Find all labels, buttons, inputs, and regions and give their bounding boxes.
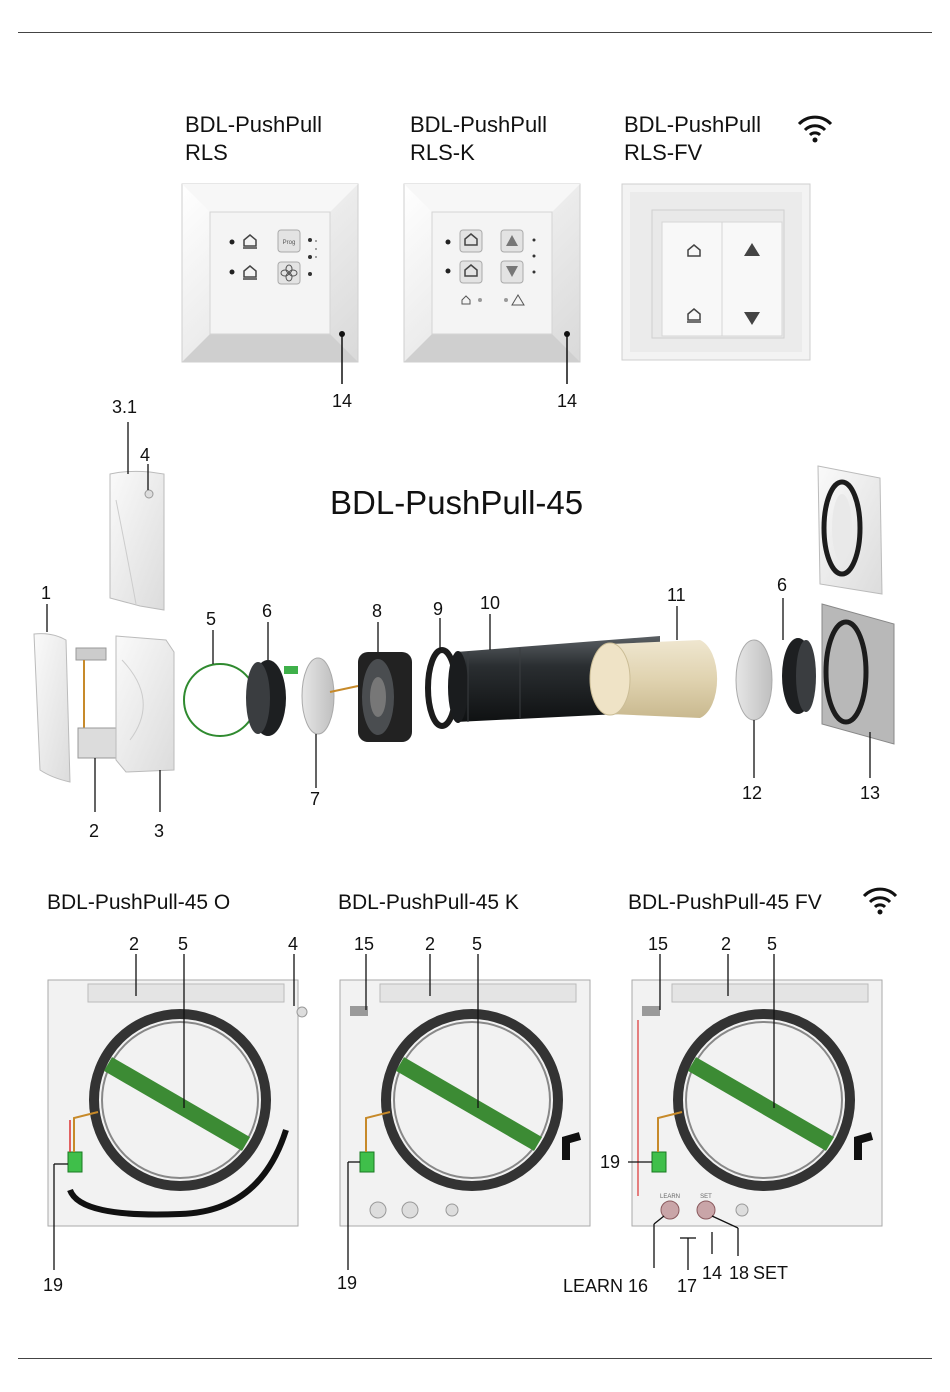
label-13: 13 bbox=[860, 784, 880, 802]
label-6b: 6 bbox=[777, 576, 787, 594]
home-rocker[interactable] bbox=[662, 222, 722, 336]
fv-label-19: 19 bbox=[600, 1153, 620, 1171]
callout-14-rlsk: 14 bbox=[557, 392, 577, 410]
label-1: 1 bbox=[41, 584, 51, 602]
k-label-2: 2 bbox=[425, 935, 435, 953]
title-fv: BDL-PushPull-45 FV bbox=[628, 892, 822, 913]
fv-label-learn-16: LEARN 16 bbox=[563, 1277, 648, 1295]
label-5: 5 bbox=[206, 610, 216, 628]
wifi-icon bbox=[864, 889, 896, 914]
label-6a: 6 bbox=[262, 602, 272, 620]
part-13-plate bbox=[822, 604, 894, 778]
fv-label-2: 2 bbox=[721, 935, 731, 953]
o-label-19: 19 bbox=[43, 1276, 63, 1294]
prog-label: Prog bbox=[283, 240, 296, 246]
outer-hood bbox=[818, 466, 882, 594]
plate-fv: LEARN SET bbox=[628, 954, 882, 1270]
o-label-5: 5 bbox=[178, 935, 188, 953]
part-1-front-cover bbox=[34, 604, 70, 782]
plate-k bbox=[340, 954, 590, 1270]
label-3-1: 3.1 bbox=[112, 398, 137, 416]
part-8-fan bbox=[330, 622, 412, 742]
rlsk-control-panel bbox=[404, 184, 580, 384]
fv-label-14: 14 bbox=[702, 1264, 722, 1282]
part-12-disc bbox=[736, 640, 772, 778]
label-2: 2 bbox=[89, 822, 99, 840]
part-5-cable bbox=[184, 630, 256, 736]
led bbox=[230, 270, 235, 275]
part-3-housing bbox=[116, 636, 174, 812]
part-11-heat-exchanger bbox=[590, 606, 717, 718]
title-k: BDL-PushPull-45 K bbox=[338, 892, 519, 913]
label-8: 8 bbox=[372, 602, 382, 620]
rls-control-panel: Prog bbox=[182, 184, 358, 384]
learn-button-label: LEARN bbox=[660, 1194, 680, 1200]
exploded-title: BDL-PushPull-45 bbox=[330, 486, 583, 519]
part-2-electronics bbox=[76, 648, 118, 812]
fv-label-set: SET bbox=[753, 1264, 788, 1282]
part-6-ring bbox=[246, 622, 298, 736]
label-7: 7 bbox=[310, 790, 320, 808]
fv-label-15: 15 bbox=[648, 935, 668, 953]
callout-14-rls: 14 bbox=[332, 392, 352, 410]
label-4: 4 bbox=[140, 446, 150, 464]
fv-label-18: 18 bbox=[729, 1264, 749, 1282]
set-button-label: SET bbox=[700, 1194, 712, 1200]
k-label-19: 19 bbox=[337, 1274, 357, 1292]
label-10: 10 bbox=[480, 594, 500, 612]
label-11: 11 bbox=[667, 586, 686, 604]
label-9: 9 bbox=[433, 600, 443, 618]
fv-label-17: 17 bbox=[677, 1277, 697, 1295]
part-7-disc bbox=[302, 658, 334, 788]
label-3: 3 bbox=[154, 822, 164, 840]
plate-o bbox=[48, 954, 307, 1270]
fv-label-5: 5 bbox=[767, 935, 777, 953]
title-o: BDL-PushPull-45 O bbox=[47, 892, 230, 913]
o-label-4: 4 bbox=[288, 935, 298, 953]
wifi-icon bbox=[799, 117, 831, 142]
k-label-15: 15 bbox=[354, 935, 374, 953]
part-6-ring-right bbox=[782, 598, 816, 714]
k-label-5: 5 bbox=[472, 935, 482, 953]
o-label-2: 2 bbox=[129, 935, 139, 953]
part-3-1-cover bbox=[110, 422, 164, 610]
label-12: 12 bbox=[742, 784, 762, 802]
led bbox=[230, 240, 235, 245]
rlsfv-control-panel bbox=[622, 184, 810, 360]
